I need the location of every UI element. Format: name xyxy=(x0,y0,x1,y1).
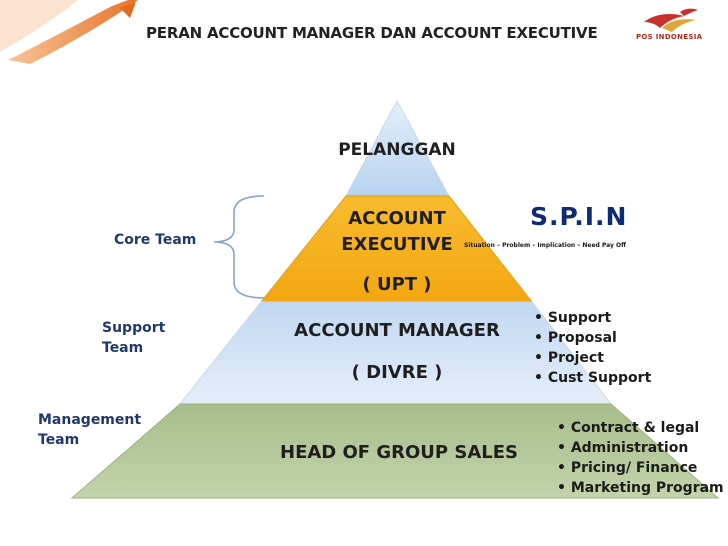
pyramid-tier-base xyxy=(70,403,720,499)
spin-title: S.P.I.N xyxy=(530,202,628,231)
core-team-brace xyxy=(213,195,265,299)
pyramid-manager-label-1: ACCOUNT MANAGER xyxy=(294,320,500,341)
list-item: • Pricing/ Finance xyxy=(557,460,698,476)
list-item: • Contract & legal xyxy=(557,420,700,436)
page-title: PERAN ACCOUNT MANAGER DAN ACCOUNT EXECUT… xyxy=(146,24,598,42)
account-manager-list: • Support • Proposal • Project • Cust Su… xyxy=(534,308,651,388)
swoosh-arrow-icon xyxy=(0,0,138,64)
management-team-label-line2: Team xyxy=(38,432,80,448)
core-team-label: Core Team xyxy=(114,232,197,248)
pyramid-manager-label-2: ( DIVRE ) xyxy=(351,362,443,383)
spin-subtitle: Situation – Problem – Implication – Need… xyxy=(464,242,626,249)
list-item: • Cust Support xyxy=(534,370,652,386)
pyramid-base-label: HEAD OF GROUP SALES xyxy=(280,442,518,463)
pyramid-exec-label-1: ACCOUNT xyxy=(348,208,446,229)
head-group-list: • Contract & legal • Administration • Pr… xyxy=(557,418,724,498)
pos-indonesia-bird-icon xyxy=(644,8,698,32)
list-item: • Administration xyxy=(557,440,689,456)
management-team-label: Management Team xyxy=(38,410,141,450)
logo-text: POS INDONESIA xyxy=(636,33,703,41)
list-item: • Marketing Program xyxy=(557,480,724,496)
pyramid-top-label: PELANGGAN xyxy=(338,140,456,160)
support-team-label-line2: Team xyxy=(102,340,144,356)
list-item: • Support xyxy=(534,310,612,326)
pyramid-exec-label-2: EXECUTIVE xyxy=(341,234,453,255)
list-item: • Project xyxy=(534,350,604,366)
support-team-label-line1: Support xyxy=(102,320,166,336)
management-team-label-line1: Management xyxy=(38,412,142,428)
pyramid-exec-label-3: ( UPT ) xyxy=(362,274,432,295)
list-item: • Proposal xyxy=(534,330,617,346)
support-team-label: Support Team xyxy=(102,318,165,358)
